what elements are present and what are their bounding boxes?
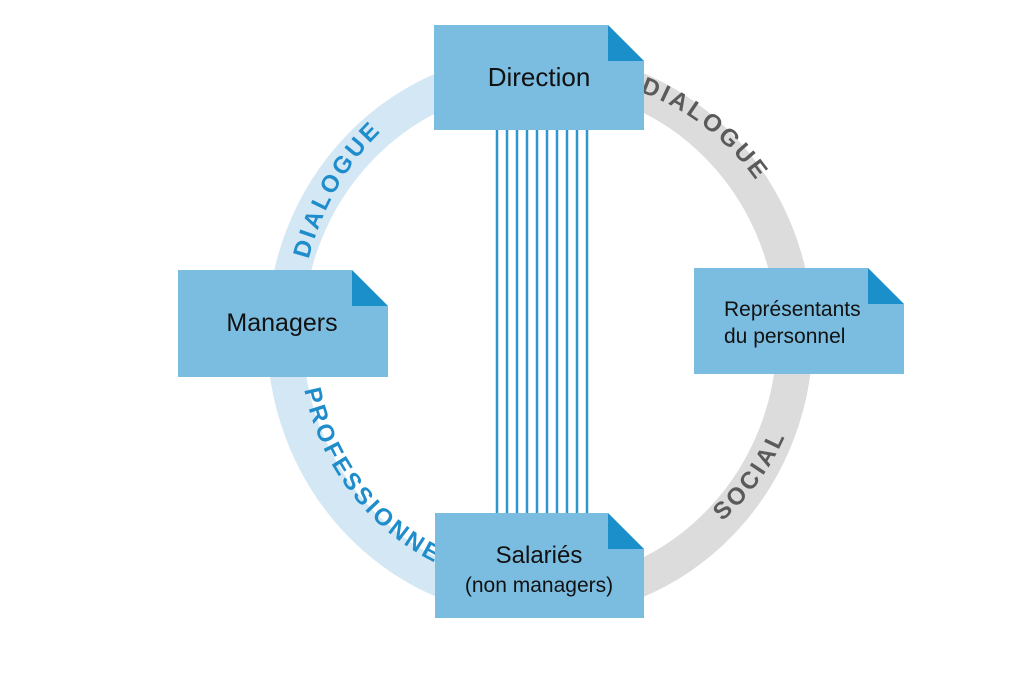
ring-label-top-right: DIALOGUE — [638, 72, 775, 186]
node-managers: Managers — [178, 270, 388, 377]
node-direction-label: Direction — [488, 62, 591, 92]
node-representants-label-line1: Représentants — [724, 298, 861, 321]
node-salaries: Salariés (non managers) — [435, 513, 644, 618]
node-salaries-label-line1: Salariés — [496, 542, 583, 569]
node-managers-label: Managers — [226, 309, 337, 337]
folded-corner-icon — [608, 25, 644, 61]
folded-corner-icon — [352, 270, 388, 306]
folded-corner-icon — [868, 268, 904, 304]
node-representants-label-line2: du personnel — [724, 325, 845, 348]
connection-lines — [495, 130, 589, 513]
folded-corner-icon — [608, 513, 644, 549]
node-salaries-label-line2: (non managers) — [465, 574, 613, 597]
node-direction: Direction — [434, 25, 644, 130]
ring-label-top-left: DIALOGUE — [288, 115, 386, 261]
node-representants: Représentants du personnel — [694, 268, 904, 374]
